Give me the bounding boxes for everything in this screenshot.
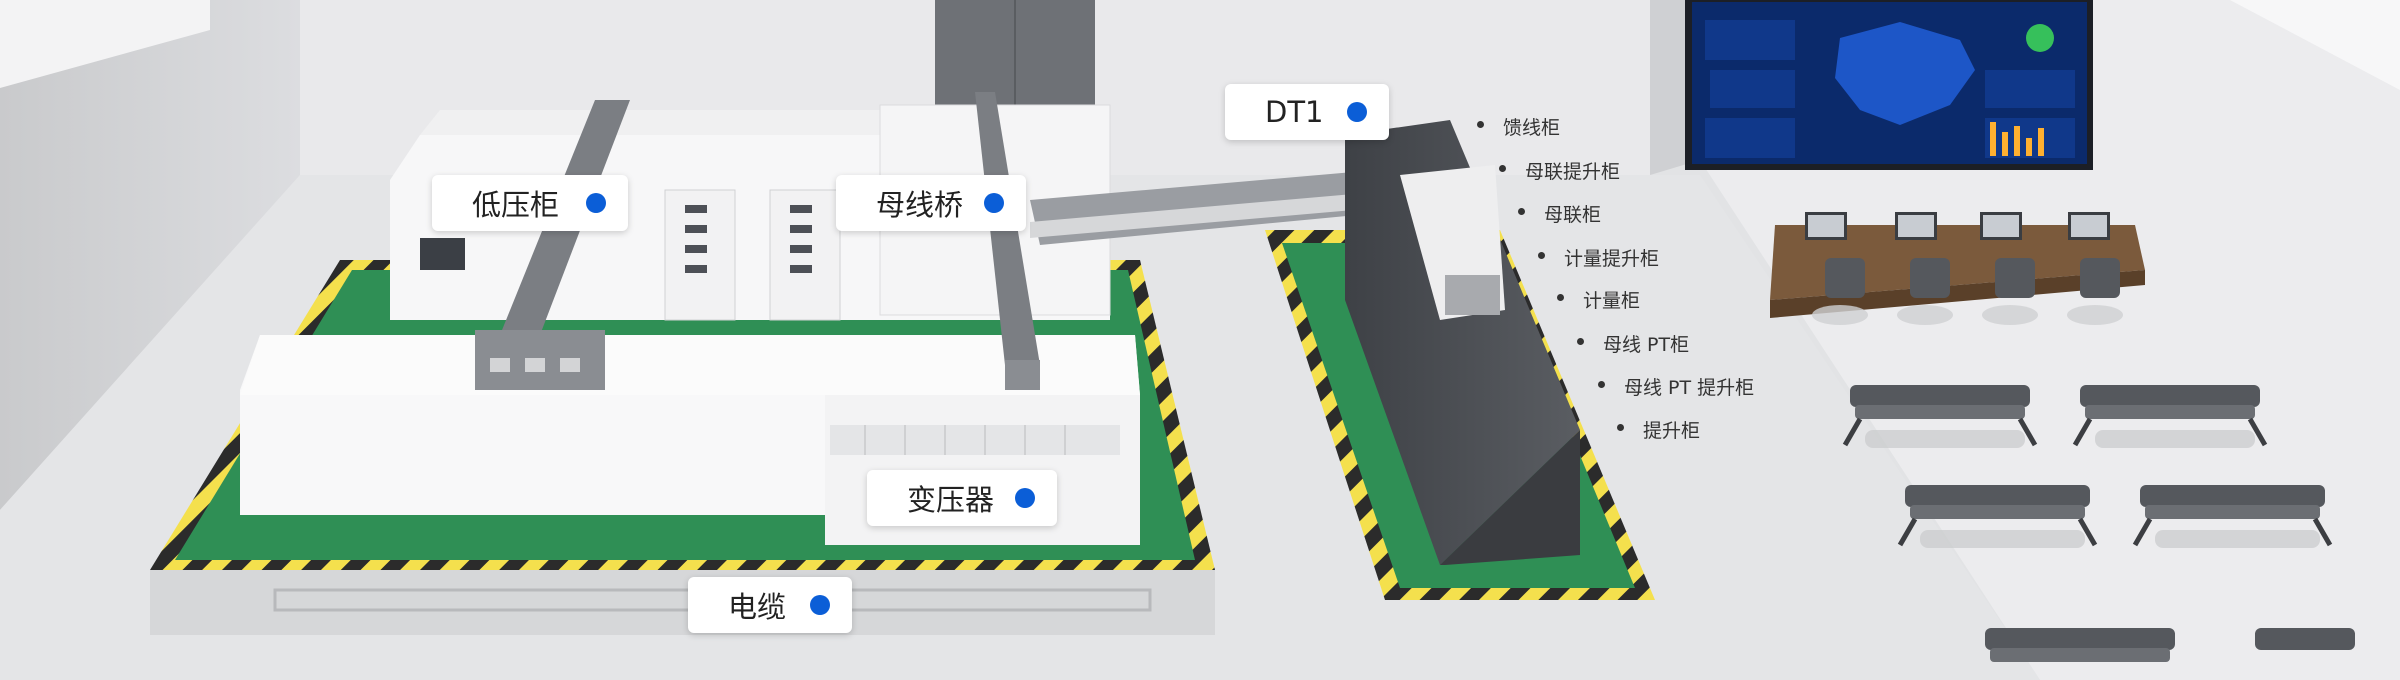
location-marker-icon (586, 193, 606, 213)
waiting-benches (1842, 385, 2355, 662)
location-marker-icon (1015, 488, 1035, 508)
cabinet-label-metering[interactable]: 计量柜 (1583, 290, 1641, 312)
control-desk (1770, 212, 2145, 325)
cabinet-label-bus-tie[interactable]: 母联柜 (1544, 204, 1602, 226)
callout-label: DT1 (1265, 95, 1324, 129)
leader-dot (1477, 121, 1484, 128)
cabinet-label-metering-riser[interactable]: 计量提升柜 (1564, 248, 1660, 270)
wall-display-screen (1685, 0, 2093, 170)
leader-dot (1557, 294, 1564, 301)
callout-label: 变压器 (907, 483, 995, 517)
callout-label: 电缆 (728, 590, 787, 624)
callout-transformer[interactable]: 变压器 (867, 470, 1057, 526)
callout-label: 低压柜 (472, 188, 560, 222)
location-marker-icon (810, 595, 830, 615)
location-marker-icon (984, 193, 1004, 213)
leader-dot (1499, 165, 1506, 172)
callout-busbar-bridge[interactable]: 母线桥 (836, 175, 1026, 231)
callout-dt1[interactable]: DT1 (1225, 84, 1389, 140)
leader-dot (1577, 338, 1584, 345)
callout-cable[interactable]: 电缆 (688, 577, 852, 633)
dt1-cabinet-row (1345, 120, 1580, 565)
cabinet-label-bus-pt[interactable]: 母线 PT柜 (1603, 334, 1690, 356)
leader-dot (1538, 252, 1545, 259)
callout-low-voltage-cabinet[interactable]: 低压柜 (432, 175, 628, 231)
leader-dot (1617, 424, 1624, 431)
leader-dot (1598, 381, 1605, 388)
cabinet-label-riser[interactable]: 提升柜 (1643, 420, 1701, 442)
callout-label: 母线桥 (876, 188, 964, 222)
location-marker-icon (1347, 102, 1367, 122)
cabinet-label-feeder[interactable]: 馈线柜 (1503, 117, 1561, 139)
cabinet-label-bus-pt-riser[interactable]: 母线 PT 提升柜 (1624, 377, 1755, 399)
cabinet-label-bus-tie-riser[interactable]: 母联提升柜 (1525, 161, 1621, 183)
leader-dot (1518, 208, 1525, 215)
